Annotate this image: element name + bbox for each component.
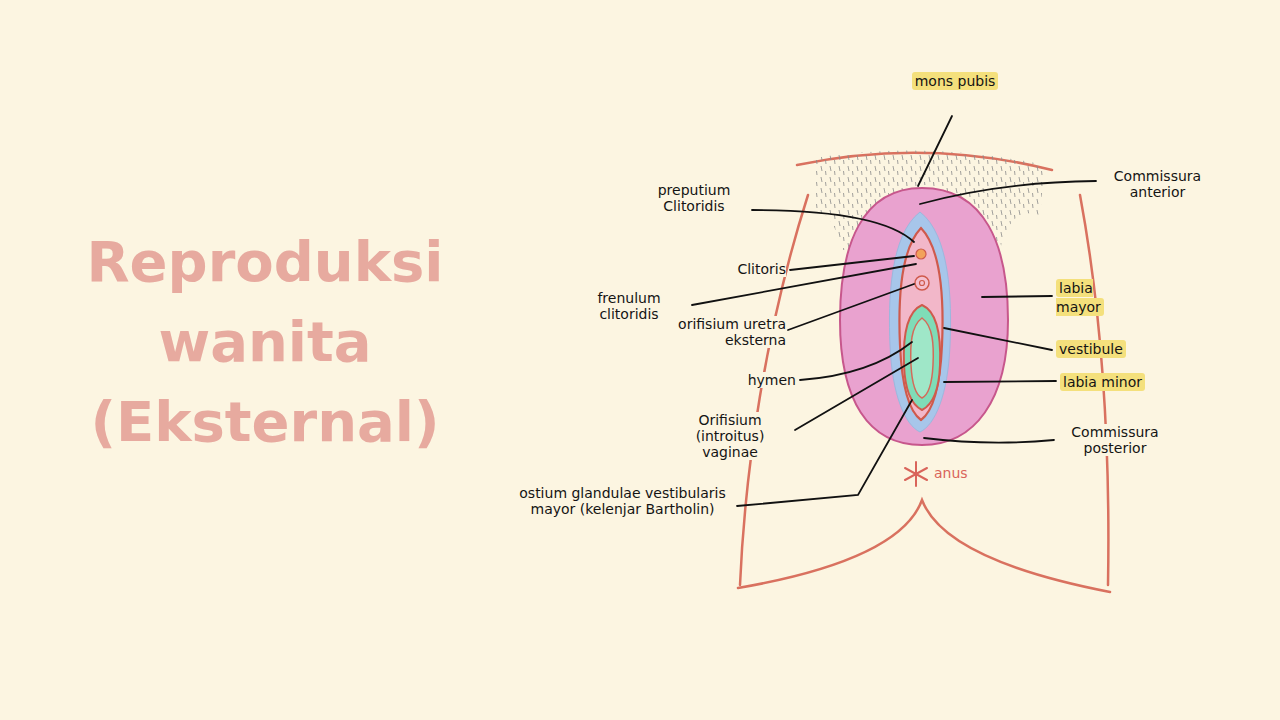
highlighted-label: vestibule [1056,340,1156,359]
leader-lines [692,116,1096,506]
label-text: vestibule [1056,340,1126,358]
label-text: labia mayor [1056,279,1104,316]
clitoris-dot [916,249,926,259]
highlighted-label: mons pubis [905,72,1005,91]
part-label: Orifisium (introitus) vaginae [668,412,792,460]
part-label: Clitoris [690,261,786,277]
part-label: Commissura anterior [1100,168,1215,200]
part-label: anus [934,465,994,481]
anus-symbol [905,462,927,486]
hymen-ring [911,318,934,398]
part-label: Commissura posterior [1050,424,1180,456]
labia-majora [840,188,1008,445]
part-label: preputium Clitoridis [640,182,748,214]
urethra-opening [915,276,929,290]
label-text: Commissura anterior [1114,168,1201,200]
part-label: orifisium uretra eksterna [632,316,786,348]
label-text: mons pubis [912,72,999,90]
highlighted-label: labia minor [1060,373,1180,392]
label-text: Clitoris [737,261,786,277]
inner-fold [889,212,950,432]
highlighted-label: labia mayor [1056,279,1142,317]
label-text: preputium Clitoridis [658,182,731,214]
label-text: labia minor [1060,373,1145,391]
label-text: Commissura posterior [1071,424,1158,456]
body-outline [738,153,1110,592]
part-label: hymen [700,372,796,388]
title: Reproduksi wanita (Eksternal) [40,222,490,462]
label-text: frenulum clitoridis [597,290,660,322]
label-text: anus [934,465,968,481]
label-text: orifisium uretra eksterna [678,316,786,348]
label-text: hymen [748,372,796,388]
part-label: ostium glandulae vestibularis mayor (kel… [510,485,735,517]
label-text: ostium glandulae vestibularis mayor (kel… [519,485,725,517]
vestibule-area [904,305,940,410]
label-text: Orifisium (introitus) vaginae [696,412,765,460]
part-label: frenulum clitoridis [570,290,688,322]
